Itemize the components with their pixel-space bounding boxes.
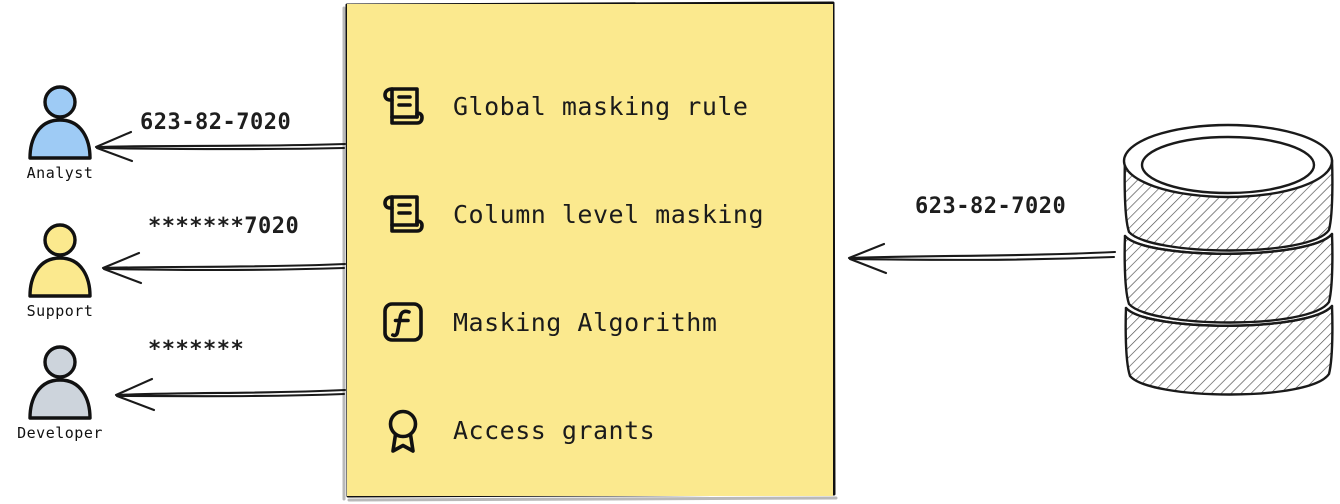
- person-icon-analyst: [22, 82, 98, 164]
- actor-label-support: Support: [26, 302, 94, 320]
- arrow-to-developer: [114, 377, 347, 412]
- person-icon-developer: [22, 342, 98, 424]
- flow-label-database: 623-82-7020: [915, 194, 1067, 219]
- policy-item-access-grants[interactable]: Access grants: [379, 376, 833, 484]
- database-cylinder-icon: [1120, 118, 1338, 408]
- policy-item-list: Global masking rule Column level masking: [347, 4, 833, 496]
- policy-item-column-level-masking[interactable]: Column level masking: [379, 160, 833, 268]
- policy-item-label: Access grants: [453, 415, 656, 445]
- policy-item-masking-algorithm[interactable]: Masking Algorithm: [379, 268, 833, 376]
- policy-item-label: Global masking rule: [453, 91, 749, 121]
- flow-label-support: *******7020: [148, 214, 300, 239]
- arrow-to-support: [101, 251, 347, 285]
- policy-item-global-masking-rule[interactable]: Global masking rule: [379, 52, 833, 160]
- policy-box: Global masking rule Column level masking: [347, 4, 833, 496]
- award-icon: [379, 406, 427, 454]
- policy-item-label: Masking Algorithm: [453, 307, 718, 337]
- arrow-db-to-policy: [847, 242, 1117, 275]
- scroll-icon: [379, 82, 427, 130]
- scroll-icon: [379, 190, 427, 238]
- policy-item-label: Column level masking: [453, 199, 765, 229]
- actor-label-analyst: Analyst: [26, 164, 94, 182]
- flow-label-analyst: 623-82-7020: [140, 110, 292, 135]
- function-icon: [379, 298, 427, 346]
- actor-analyst[interactable]: Analyst: [0, 82, 120, 181]
- flow-label-developer: *******: [148, 337, 245, 362]
- actor-label-developer: Developer: [17, 424, 103, 442]
- arrow-to-analyst: [94, 130, 347, 163]
- person-icon-support: [22, 220, 98, 302]
- actor-support[interactable]: Support: [0, 220, 120, 319]
- actor-developer[interactable]: Developer: [0, 342, 120, 441]
